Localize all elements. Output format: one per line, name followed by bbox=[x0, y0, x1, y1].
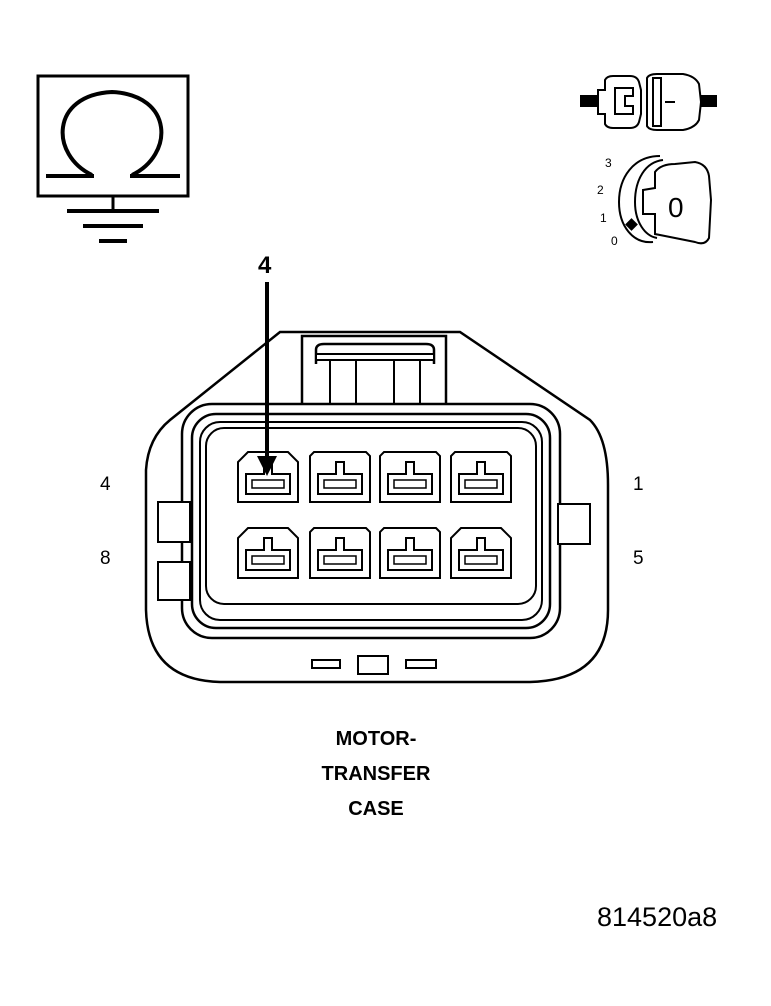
callout-arrow bbox=[257, 282, 277, 476]
connector-face bbox=[144, 330, 610, 684]
terminal-slot bbox=[464, 555, 498, 565]
ignition-position-0-label: 0 bbox=[611, 234, 618, 248]
connector-title-line-3: CASE bbox=[348, 798, 404, 820]
ohm-meter-ground-icon bbox=[36, 74, 190, 243]
terminal-slot bbox=[251, 479, 285, 489]
ignition-position-2-label: 2 bbox=[597, 183, 604, 197]
key-position-indicator: 0 bbox=[668, 192, 684, 223]
terminal-slot bbox=[251, 555, 285, 565]
connector-title-line-2: TRANSFER bbox=[321, 763, 431, 785]
terminal-slot bbox=[393, 479, 427, 489]
ignition-position-3-label: 3 bbox=[605, 156, 612, 170]
row-bottom-left-pin-label: 8 bbox=[100, 548, 111, 569]
callout-pin-label: 4 bbox=[258, 252, 272, 279]
ignition-key-off-icon bbox=[617, 155, 713, 245]
disconnected-connector-icon bbox=[580, 73, 717, 131]
terminal-slot bbox=[464, 479, 498, 489]
row-top-left-pin-label: 4 bbox=[100, 474, 111, 495]
row-top-right-pin-label: 1 bbox=[633, 474, 644, 495]
terminal-slot bbox=[323, 479, 357, 489]
row-bottom-right-pin-label: 5 bbox=[633, 548, 644, 569]
terminal-slot bbox=[393, 555, 427, 565]
terminal-slot bbox=[323, 555, 357, 565]
connector-title-line-1: MOTOR- bbox=[335, 728, 417, 750]
ignition-position-1-label: 1 bbox=[600, 211, 607, 225]
figure-code: 814520a8 bbox=[597, 902, 718, 932]
